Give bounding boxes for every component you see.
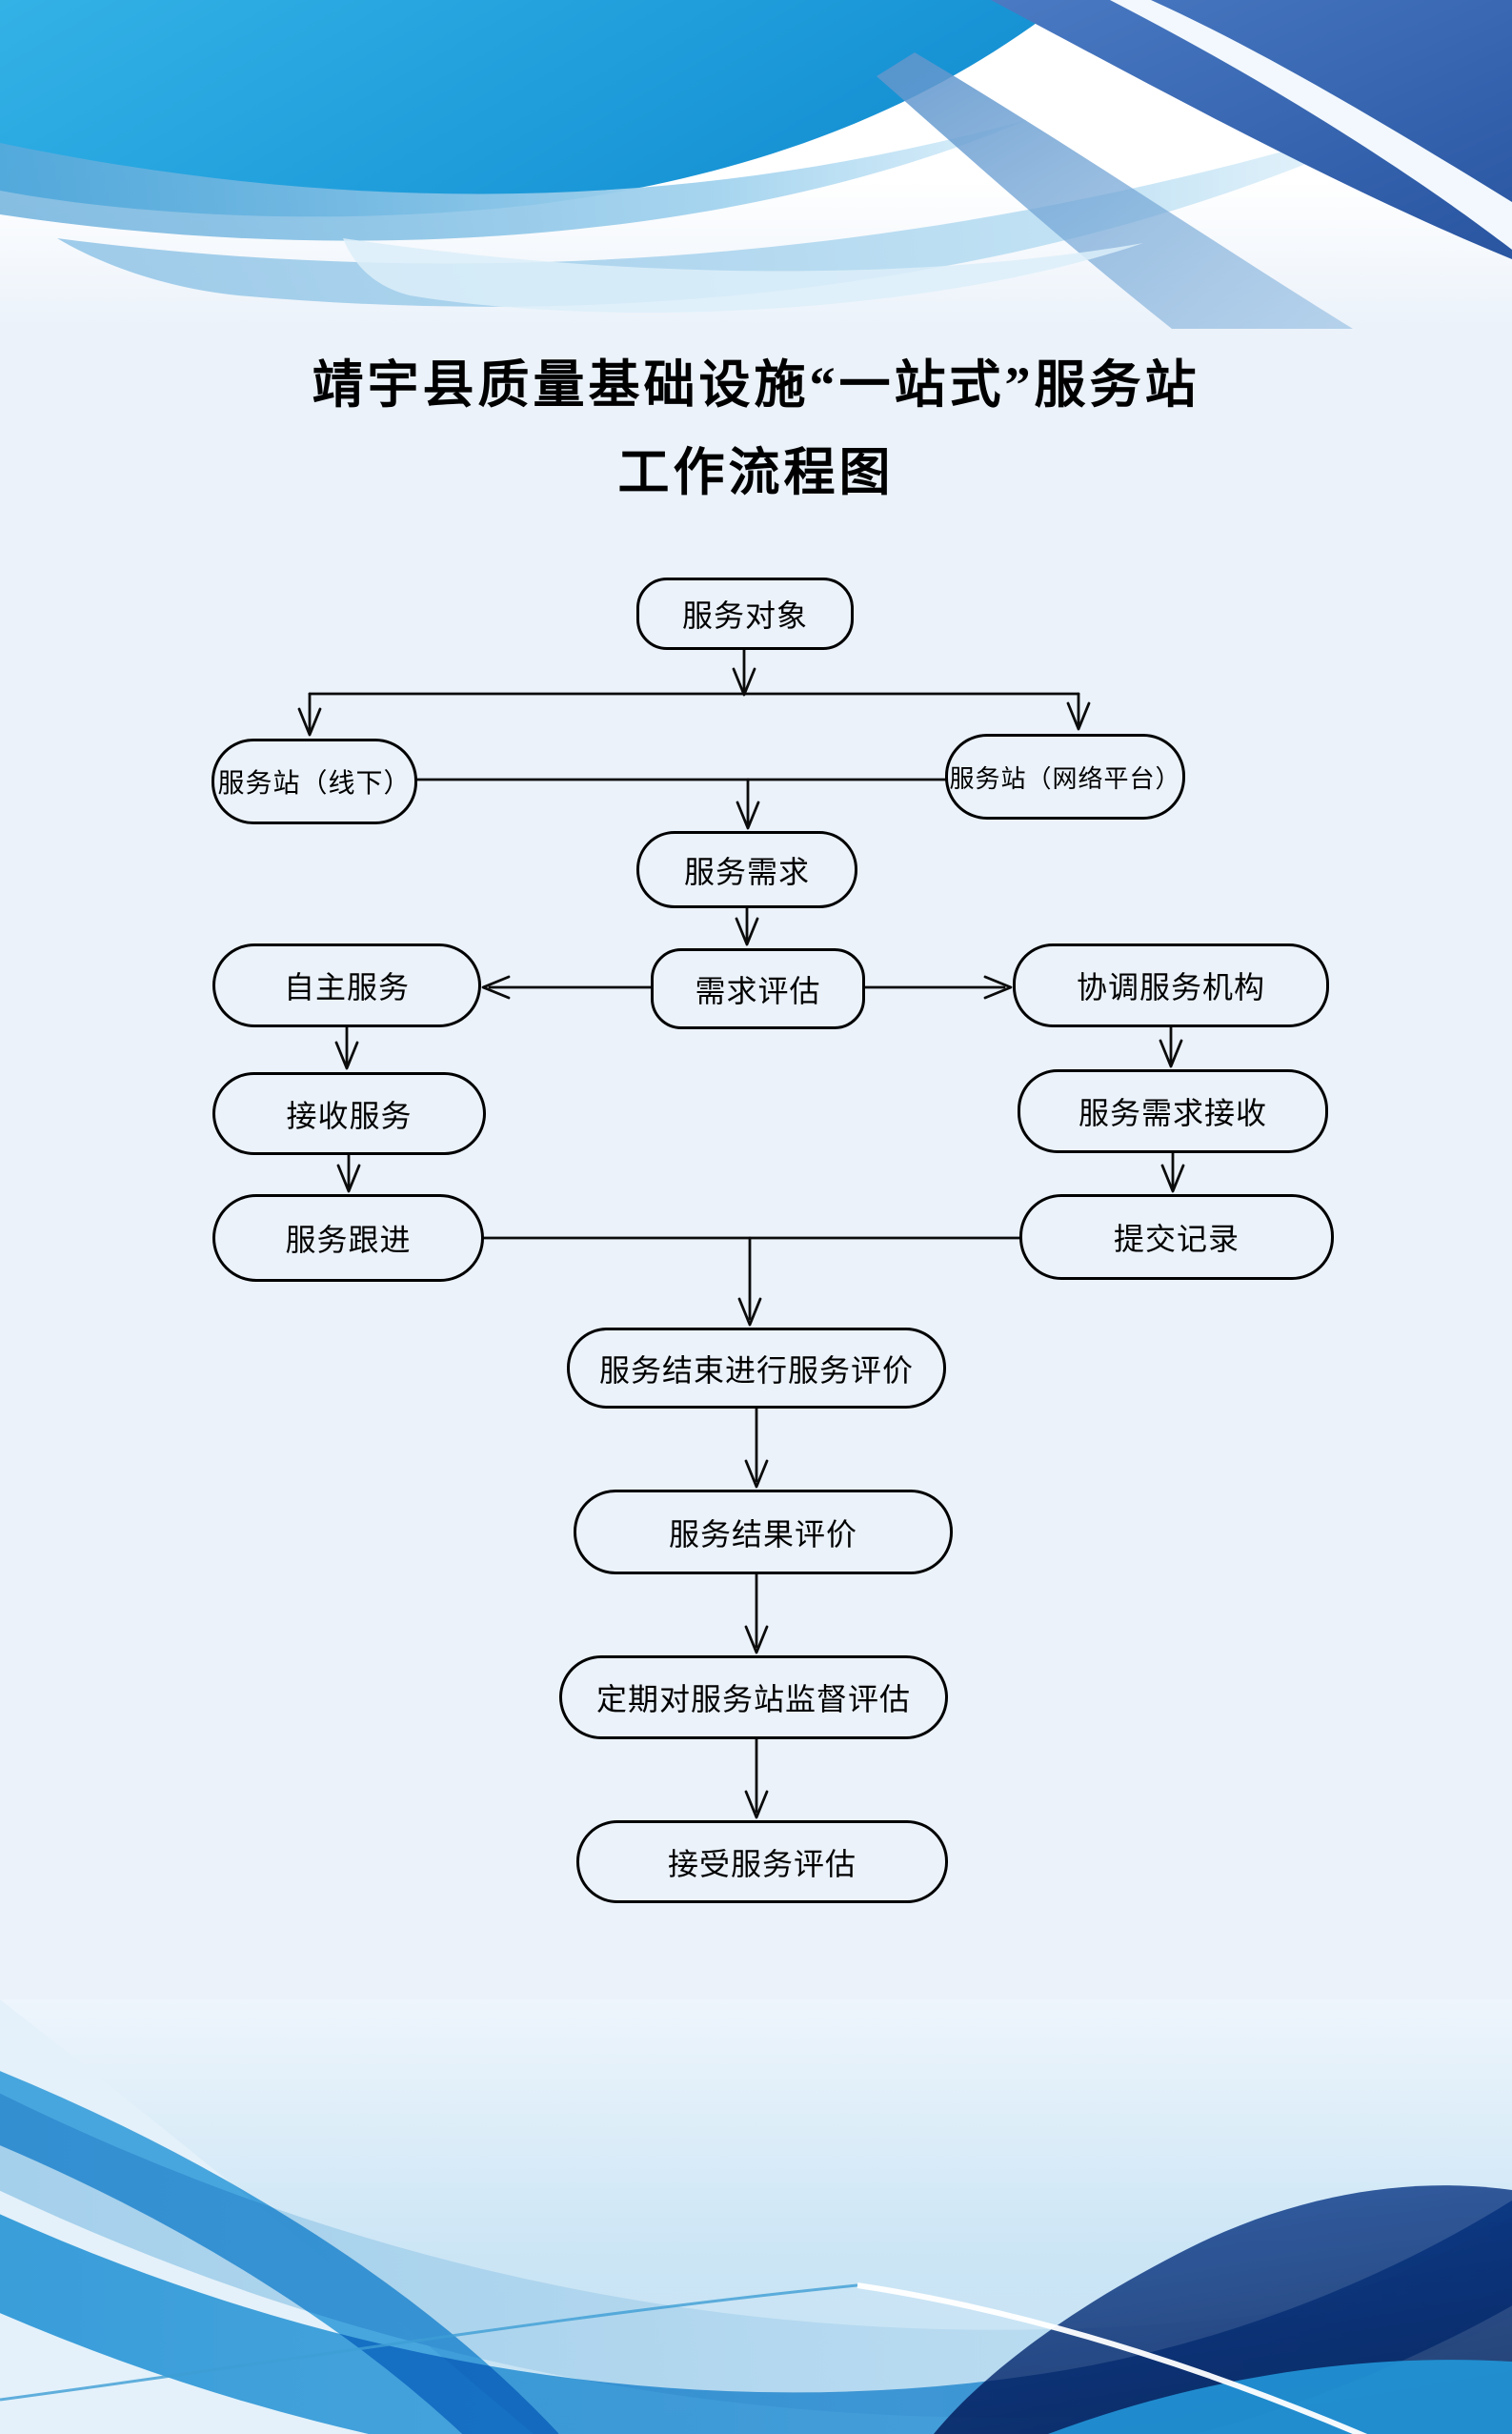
- node-service-object: 服务对象: [636, 578, 854, 650]
- node-submit-record: 提交记录: [1019, 1194, 1334, 1280]
- page-title-line1: 靖宇县质量基础设施“一站式”服务站: [312, 356, 1200, 414]
- page-title: 靖宇县质量基础设施“一站式”服务站 工作流程图: [0, 341, 1512, 517]
- node-receive-service: 接收服务: [212, 1072, 486, 1155]
- node-demand-assessment: 需求评估: [651, 948, 865, 1029]
- node-accept-evaluation: 接受服务评估: [576, 1820, 948, 1903]
- node-coordinate-org: 协调服务机构: [1013, 943, 1329, 1027]
- node-self-service: 自主服务: [212, 943, 481, 1027]
- node-service-followup: 服务跟进: [212, 1194, 484, 1282]
- node-end-evaluation: 服务结束进行服务评价: [567, 1328, 946, 1409]
- page-title-line2: 工作流程图: [617, 444, 895, 501]
- node-supervision: 定期对服务站监督评估: [559, 1655, 948, 1739]
- node-station-online: 服务站（网络平台）: [945, 734, 1185, 820]
- node-service-demand: 服务需求: [636, 831, 857, 908]
- node-demand-reception: 服务需求接收: [1018, 1069, 1328, 1153]
- node-station-offline: 服务站（线下）: [212, 739, 417, 824]
- node-result-evaluation: 服务结果评价: [574, 1490, 953, 1574]
